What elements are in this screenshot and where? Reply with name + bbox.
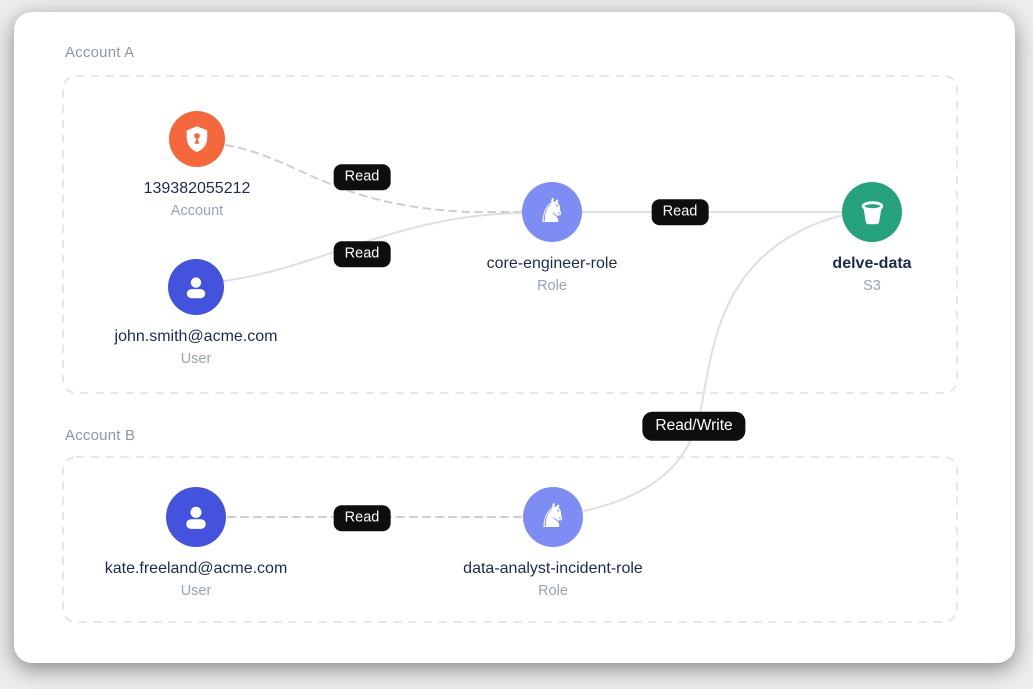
node-type: Account xyxy=(170,202,224,219)
node-name: john.smith@acme.com xyxy=(114,328,278,345)
node-user-john[interactable]: john.smith@acme.com User xyxy=(56,259,336,367)
edge-badge-read-account-core: Read xyxy=(333,164,391,190)
user-icon xyxy=(168,259,224,315)
node-role-data-analyst[interactable]: data-analyst-incident-role Role xyxy=(413,487,693,599)
node-account[interactable]: 139382055212 Account xyxy=(57,111,337,219)
node-type: Role xyxy=(537,277,567,294)
node-type: S3 xyxy=(863,277,881,294)
chess-knight-icon xyxy=(523,487,583,547)
node-type: Role xyxy=(538,582,568,599)
edge-badge-readwrite-analyst-bucket: Read/Write xyxy=(642,411,746,441)
chess-knight-icon xyxy=(522,182,582,242)
node-type: User xyxy=(180,582,212,599)
user-icon xyxy=(166,487,226,547)
bucket-icon xyxy=(842,182,902,242)
group-label-account-a: Account A xyxy=(65,44,135,61)
node-name: 139382055212 xyxy=(143,180,251,197)
node-role-core-engineer[interactable]: core-engineer-role Role xyxy=(412,182,692,294)
edge-badge-read-core-bucket: Read xyxy=(651,199,709,225)
node-name: core-engineer-role xyxy=(486,255,618,272)
group-label-account-b: Account B xyxy=(65,427,136,444)
node-name: delve-data xyxy=(832,255,912,272)
node-type: User xyxy=(180,350,212,367)
edge-badge-read-john-core: Read xyxy=(333,241,391,267)
node-user-kate[interactable]: kate.freeland@acme.com User xyxy=(56,487,336,599)
shield-keyhole-icon xyxy=(169,111,225,167)
node-s3-delve-data[interactable]: delve-data S3 xyxy=(732,182,1012,294)
node-name: data-analyst-incident-role xyxy=(463,560,643,577)
node-name: kate.freeland@acme.com xyxy=(104,560,288,577)
edge-badge-read-kate-analyst: Read xyxy=(333,505,391,531)
